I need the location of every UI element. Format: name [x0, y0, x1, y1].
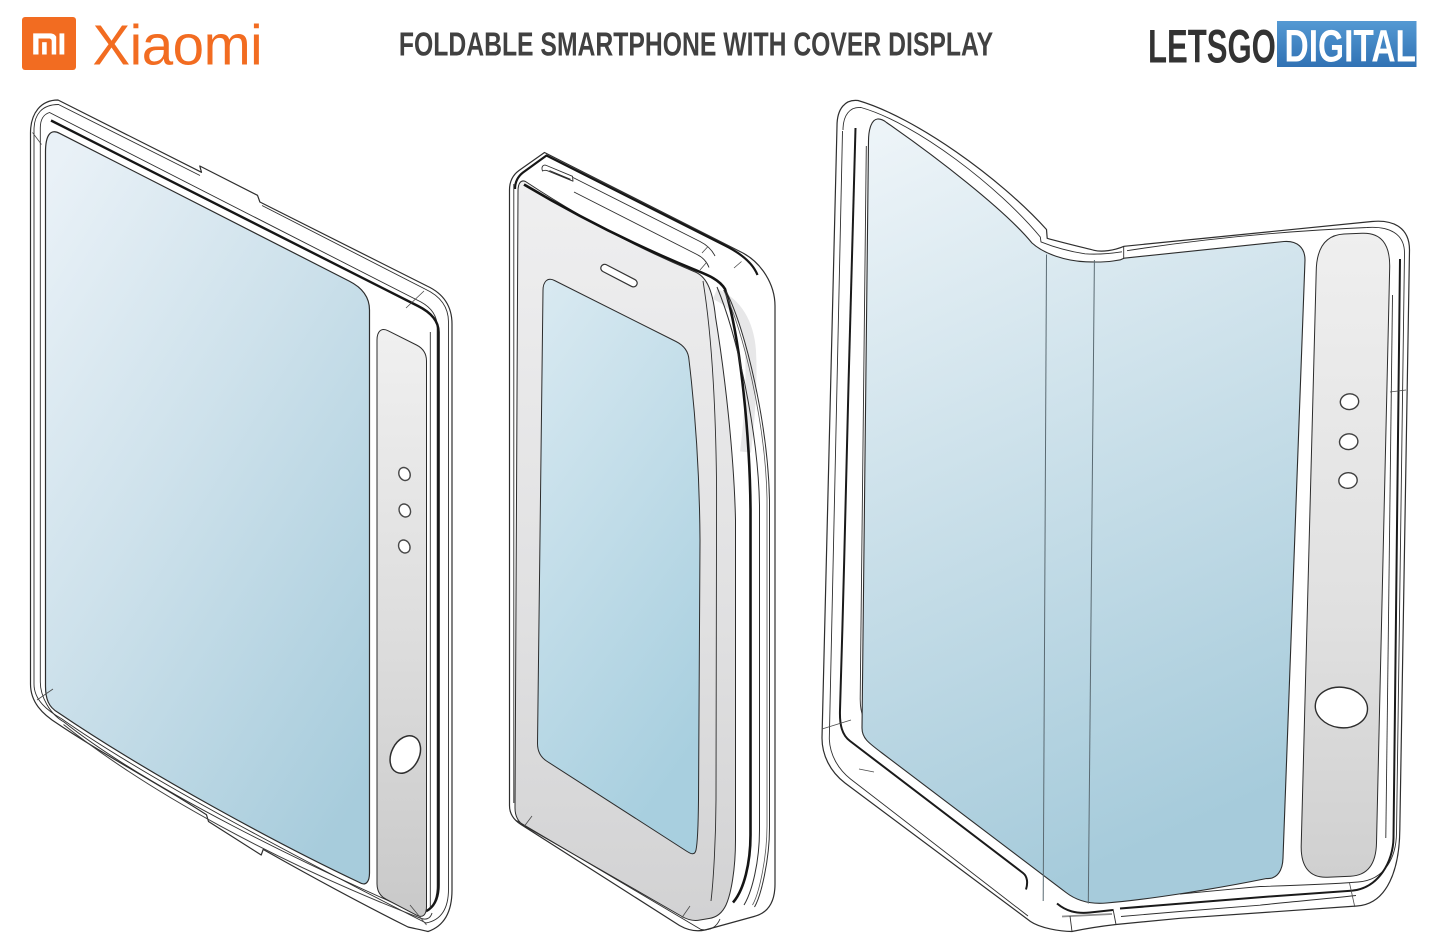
- svg-text:DIGITAL: DIGITAL: [1285, 22, 1417, 72]
- svg-text:FOLDABLE SMARTPHONE WITH COVER: FOLDABLE SMARTPHONE WITH COVER DISPLAY: [399, 27, 993, 63]
- svg-text:LETSGO: LETSGO: [1148, 20, 1276, 73]
- svg-text:Xiaomi: Xiaomi: [93, 14, 263, 77]
